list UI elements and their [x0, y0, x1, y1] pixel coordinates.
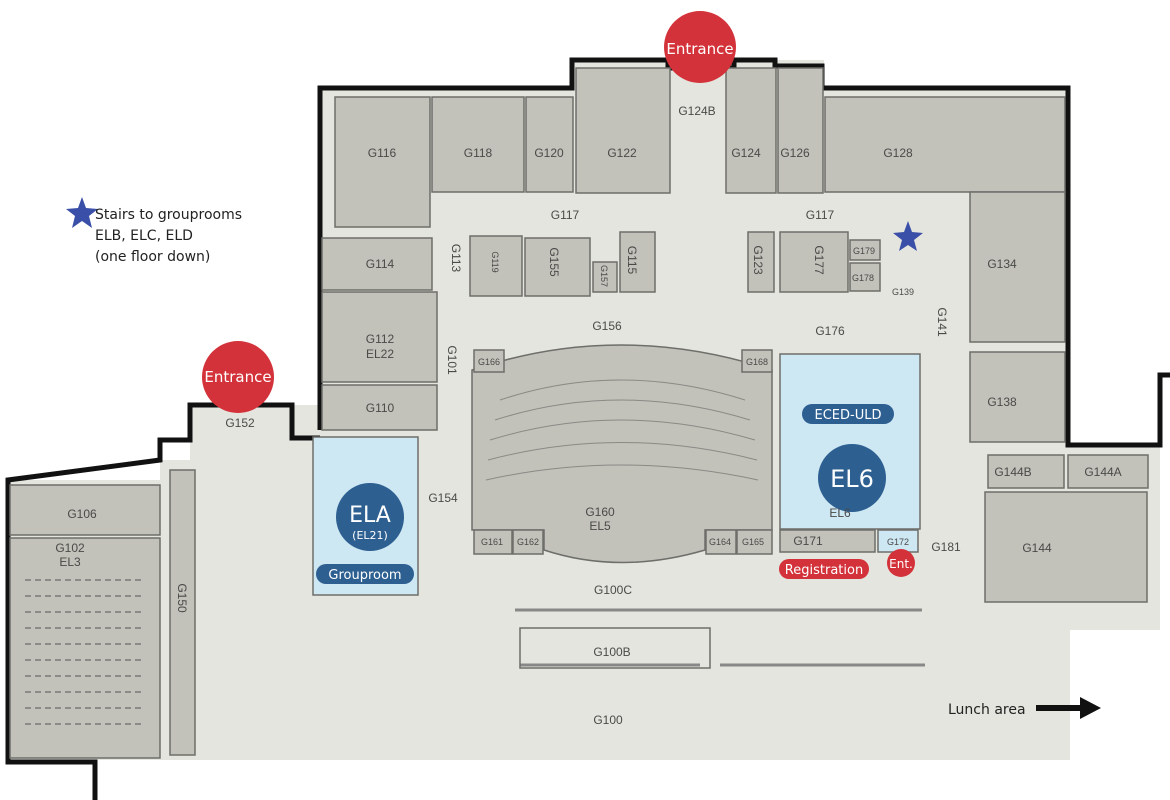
star-icon — [66, 197, 98, 228]
room-g124b: G124B — [678, 104, 715, 118]
room-g164: G164 — [709, 537, 731, 547]
room-el5: EL5 — [589, 519, 611, 533]
auditorium-seating — [485, 379, 759, 481]
el6-title: EL6 — [830, 465, 874, 493]
room-g112: G112 — [366, 332, 395, 346]
room-g157: G157 — [599, 265, 609, 287]
room-g138: G138 — [987, 395, 1017, 409]
room-g110: G110 — [366, 401, 395, 415]
room-el3: EL3 — [59, 555, 81, 569]
legend-line-2: ELB, ELC, ELD — [95, 228, 193, 244]
grouproom-ela[interactable]: ELA (EL21) Grouproom — [312, 436, 419, 596]
corridor-g176: G176 — [815, 324, 845, 338]
room-g106: G106 — [67, 507, 97, 521]
registration-label: Registration — [785, 563, 863, 578]
hall-g100: G100 — [593, 713, 623, 727]
star-icon — [893, 221, 923, 251]
lecture-seats — [25, 579, 145, 725]
room-g139: G139 — [892, 287, 914, 297]
room-g144: G144 — [1022, 541, 1052, 555]
ela-subtitle: (EL21) — [352, 529, 388, 542]
room-g144b: G144B — [994, 465, 1031, 479]
grouproom-tag: Grouproom — [328, 568, 401, 583]
legend-line-1: Stairs to grouprooms — [95, 207, 242, 223]
room-g126: G126 — [780, 146, 810, 160]
room-g102: G102 — [55, 541, 85, 555]
room-g165: G165 — [742, 537, 764, 547]
room-g152: G152 — [225, 416, 255, 430]
room-g113: G113 — [449, 244, 463, 273]
legend: Stairs to grouprooms ELB, ELC, ELD (one … — [66, 197, 242, 265]
arrow-right-icon — [1036, 697, 1101, 719]
corridor-g117-east: G117 — [806, 208, 835, 222]
room-g179: G179 — [853, 246, 875, 256]
room-g155: G155 — [547, 247, 561, 277]
entrance-top-label: Entrance — [666, 40, 733, 58]
ela-badge — [336, 483, 404, 551]
el6-label: EL6 — [829, 506, 851, 520]
corridor-g150: G150 — [175, 583, 189, 613]
lunch-area-pointer: Lunch area — [948, 697, 1101, 719]
entrance-left: Entrance — [202, 341, 274, 413]
room-g118: G118 — [464, 146, 493, 160]
entrance-top: Entrance — [664, 11, 736, 83]
room-g171: G171 — [793, 534, 823, 548]
room-g161: G161 — [481, 537, 503, 547]
room-g119: G119 — [490, 251, 500, 272]
rooms: G116 G118 G120 G122 G124B G124 G126 G128… — [9, 67, 1149, 759]
exterior-wall-left — [5, 402, 320, 800]
corridor-g181: G181 — [931, 540, 961, 554]
room-g178: G178 — [852, 273, 874, 283]
hall-g100b: G100B — [593, 645, 630, 659]
room-g128: G128 — [883, 146, 913, 160]
room-g177: G177 — [812, 245, 826, 275]
ela-title: ELA — [349, 503, 391, 528]
eced-uld-tag: ECED-ULD — [815, 408, 882, 423]
room-g166: G166 — [478, 357, 500, 367]
corridor-g156: G156 — [592, 319, 622, 333]
room-g144a: G144A — [1084, 465, 1121, 479]
room-g162: G162 — [517, 537, 539, 547]
ent-label: Ent. — [889, 557, 913, 571]
room-g154: G154 — [428, 491, 458, 505]
lunch-area-label: Lunch area — [948, 702, 1026, 718]
room-g172: G172 — [887, 537, 909, 547]
corridor-g117: G117 — [551, 208, 580, 222]
room-g134: G134 — [987, 257, 1017, 271]
exterior-wall — [317, 57, 1170, 448]
room-g123: G123 — [751, 245, 765, 275]
legend-line-3: (one floor down) — [95, 249, 210, 265]
hall-g100c: G100C — [594, 583, 632, 597]
room-g115: G115 — [625, 246, 639, 275]
room-g116: G116 — [368, 146, 397, 160]
entrance-small: Ent. — [887, 549, 915, 577]
room-g101: G101 — [445, 345, 459, 375]
room-g114: G114 — [366, 257, 395, 271]
room-el22: EL22 — [366, 347, 394, 361]
room-g124: G124 — [731, 146, 761, 160]
room-g141: G141 — [935, 307, 949, 337]
room-g160: G160 — [585, 505, 615, 519]
room-g122: G122 — [607, 146, 637, 160]
room-g120: G120 — [534, 146, 564, 160]
room-el6[interactable]: ECED-ULD EL6 EL6 G172 — [779, 353, 921, 553]
registration-badge: Registration — [779, 559, 869, 579]
entrance-left-label: Entrance — [204, 368, 271, 386]
room-g168: G168 — [746, 357, 768, 367]
